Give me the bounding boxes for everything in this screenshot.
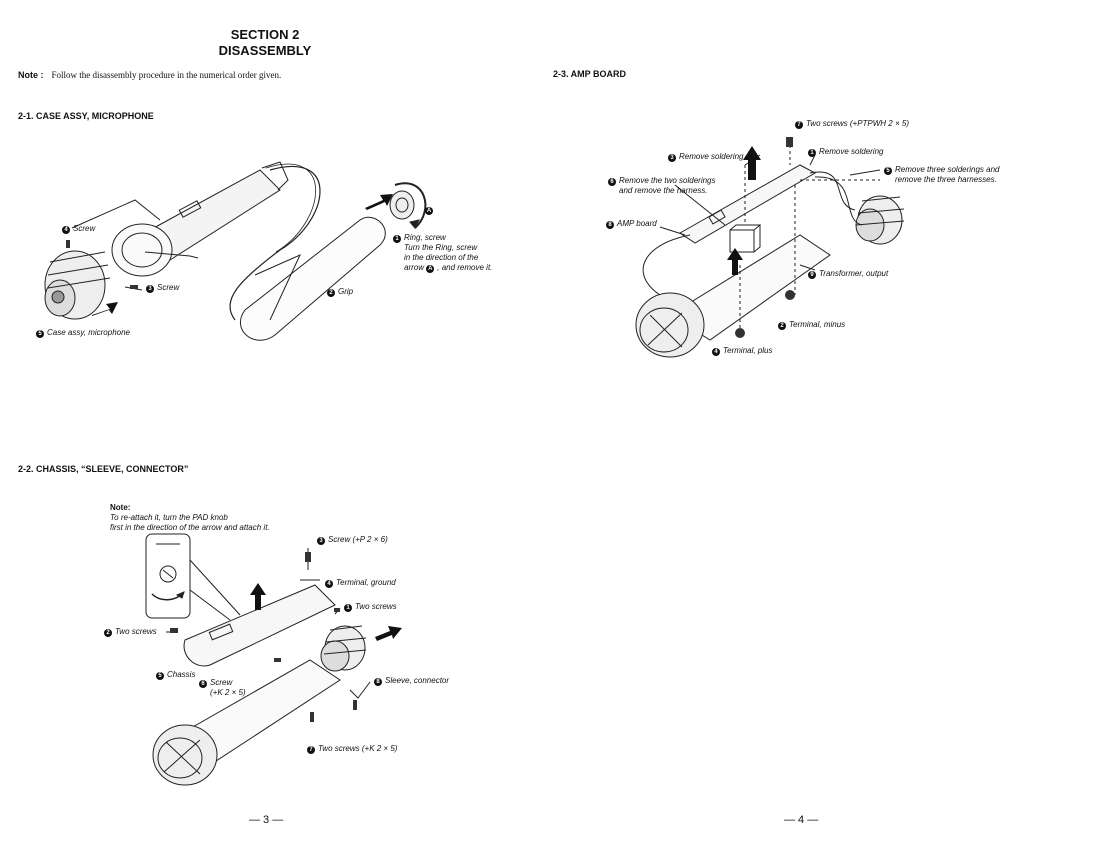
section-number: SECTION 2 [230, 27, 300, 42]
heading-2-2: 2-2. CHASSIS, “SLEEVE, CONNECTOR” [18, 464, 189, 474]
heading-2-1: 2-1. CASE ASSY, MICROPHONE [18, 111, 154, 121]
note-label: Note : [18, 70, 44, 80]
reattach-note: Note: To re-attach it, turn the PAD knob… [110, 503, 270, 532]
note-text: Follow the disassembly procedure in the … [51, 70, 282, 80]
heading-2-3: 2-3. AMP BOARD [553, 69, 627, 79]
page-number-left: — 3 — [249, 814, 284, 826]
section-title: SECTION 2 DISASSEMBLY [160, 27, 370, 59]
figure-case-assy-microphone [44, 161, 427, 341]
figure-amp-board [635, 137, 905, 358]
section-name: DISASSEMBLY [218, 43, 312, 58]
figure-chassis-sleeve-connector [145, 533, 402, 786]
note-line: Note : Follow the disassembly procedure i… [18, 70, 281, 80]
page-number-right: — 4 — [784, 814, 819, 826]
label-arrow-a: A [425, 207, 433, 215]
